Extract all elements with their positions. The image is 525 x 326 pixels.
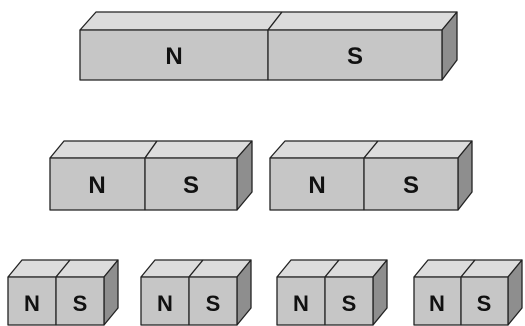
north-pole-label: N [88, 172, 105, 199]
south-pole-label: S [403, 172, 419, 199]
bar-magnet: N S [414, 260, 522, 325]
bar-magnet: N S [80, 12, 457, 80]
north-pole-label: N [293, 291, 309, 316]
bar-magnet: N S [50, 141, 252, 210]
bar-magnet: N S [141, 260, 251, 325]
south-pole-label: S [206, 291, 221, 316]
north-pole-label: N [157, 291, 173, 316]
magnet-row-3: N S N S N S N S [8, 260, 522, 325]
north-pole-label: N [308, 172, 325, 199]
south-pole-label: S [347, 43, 363, 70]
bar-magnet: N S [277, 260, 387, 325]
south-pole-label: S [342, 291, 357, 316]
bar-magnet: N S [8, 260, 118, 325]
south-pole-label: S [183, 172, 199, 199]
magnet-row-2: N S N S [50, 141, 472, 210]
north-pole-label: N [24, 291, 40, 316]
north-pole-label: N [165, 43, 182, 70]
south-pole-label: S [477, 291, 492, 316]
bar-magnet: N S [270, 141, 472, 210]
south-pole-label: S [73, 291, 88, 316]
north-pole-label: N [429, 291, 445, 316]
magnet-row-1: N S [80, 12, 457, 80]
